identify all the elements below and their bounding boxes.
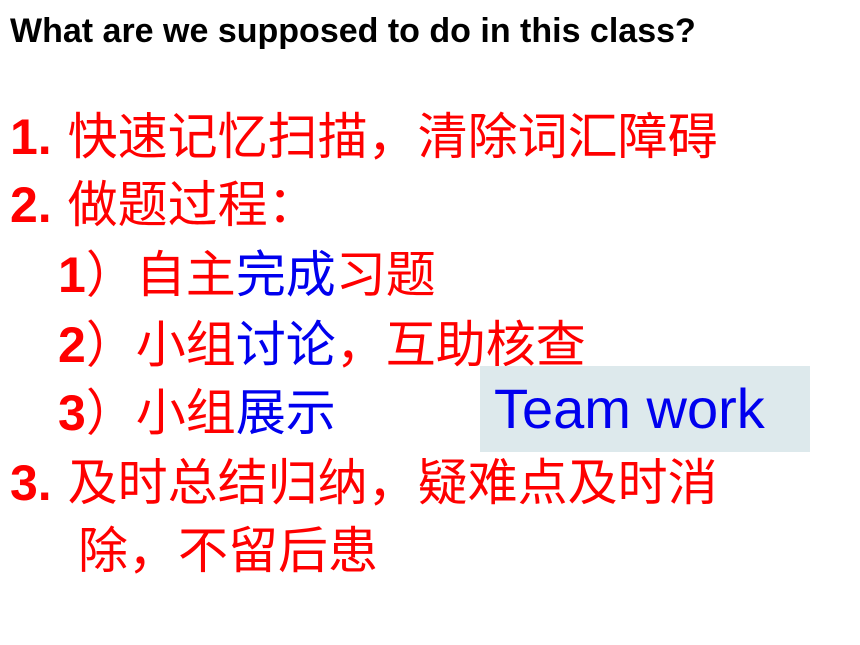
sub-item-1: 1）自主完成习题 <box>58 244 436 306</box>
sub-item-number: 1 <box>58 247 86 303</box>
list-item-number: 2. <box>10 177 52 233</box>
sub-item-text: 习题 <box>335 246 436 304</box>
team-work-callout: Team work <box>480 366 810 452</box>
sub-item-text: ）小组 <box>85 316 236 374</box>
list-item-3-continuation: 除，不留后患 <box>78 522 378 580</box>
list-item-text: 快速记忆扫描，清除词汇障碍 <box>51 108 718 166</box>
sub-item-text-highlight: 展示 <box>235 384 336 442</box>
list-item-3: 3. 及时总结归纳，疑难点及时消 <box>10 452 718 514</box>
sub-item-text: ）自主 <box>85 246 236 304</box>
list-item-text: 做题过程： <box>51 176 318 234</box>
sub-item-number: 2 <box>58 317 86 373</box>
list-item-1: 1. 快速记忆扫描，清除词汇障碍 <box>10 106 718 168</box>
list-item-2: 2. 做题过程： <box>10 174 318 236</box>
page-title: What are we supposed to do in this class… <box>10 12 696 50</box>
sub-item-number: 3 <box>58 385 86 441</box>
list-item-text: 及时总结归纳，疑难点及时消 <box>51 454 718 512</box>
sub-item-text: ，互助核查 <box>335 316 586 374</box>
sub-item-text-highlight: 讨论 <box>235 316 336 374</box>
list-item-number: 1. <box>10 109 52 165</box>
sub-item-text: ）小组 <box>85 384 236 442</box>
sub-item-2: 2）小组讨论，互助核查 <box>58 314 586 376</box>
sub-item-text-highlight: 完成 <box>235 246 336 304</box>
list-item-number: 3. <box>10 455 52 511</box>
sub-item-3: 3）小组展示 <box>58 382 336 444</box>
